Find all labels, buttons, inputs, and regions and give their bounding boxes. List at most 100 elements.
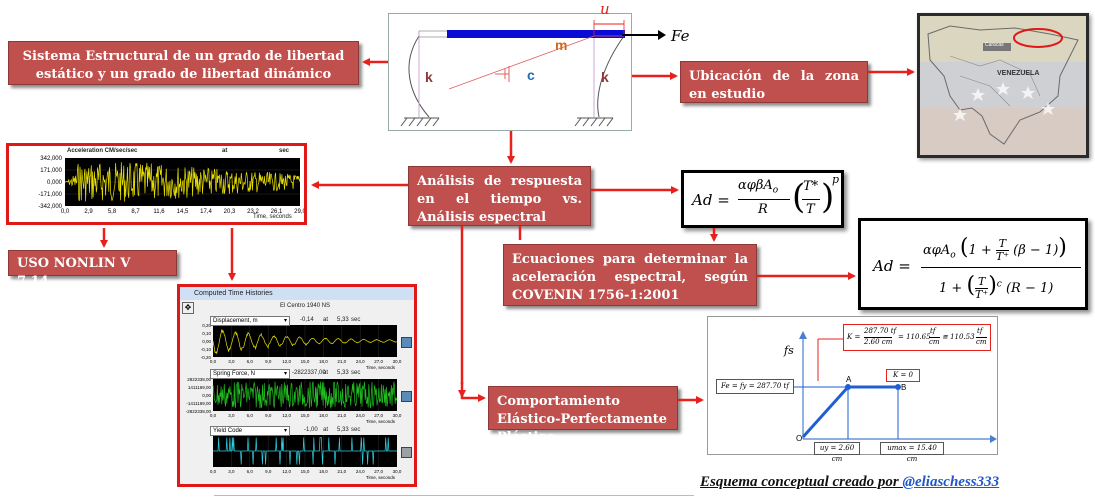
window-subtitle: El Centro 1940 NS — [280, 303, 331, 309]
window-x-tick: 18,0 — [319, 413, 328, 418]
window-x-tick: 27,0 — [374, 469, 383, 474]
p2-at: at — [323, 370, 329, 376]
venezuela-map: Caracas VENEZUELA — [917, 13, 1089, 158]
k-zero-label: K = 0 — [886, 369, 920, 382]
accel-x-tick: 29,0 — [294, 209, 304, 215]
frame-diagram: m c k k u — [388, 0, 632, 131]
window-x-tick: 12,0 — [282, 413, 291, 418]
spring-force-trace — [212, 381, 398, 409]
p3-sec: sec — [351, 427, 361, 433]
accel-trace — [64, 162, 301, 202]
eq1-paren-open: ( — [792, 177, 806, 217]
yield-code-select[interactable]: Yield Code▾ — [210, 426, 290, 436]
window-x-tick: 24,0 — [356, 359, 365, 364]
window-x-tick: 15,0 — [301, 359, 310, 364]
stiffness-equation: K = 287.70 tf 2.60 cm = 110.65 tf cm ≅ 1… — [843, 324, 991, 351]
window-x-tick: 24,0 — [356, 413, 365, 418]
window-title: Computed Time Histories — [180, 287, 414, 300]
accel-y-tick: 0,000 — [47, 180, 63, 186]
point-b-label: B — [901, 383, 907, 392]
window-y-tick: 0,00 — [202, 339, 211, 344]
credit-line: Esquema conceptual creado por @eliasches… — [700, 474, 999, 491]
eq1-fraction-line — [738, 199, 790, 200]
window-x-tick: 0,0 — [210, 359, 217, 364]
p1-time: 5,33 — [337, 317, 349, 323]
window-x-tick: 9,0 — [265, 413, 272, 418]
right-stiffness-label: k — [601, 69, 609, 85]
nonlin-box: USO NONLIN V 7.14. — [8, 250, 177, 289]
time-histories-window: Computed Time Histories ✥ El Centro 1940… — [177, 284, 417, 487]
left-stiffness-label: k — [425, 69, 433, 85]
window-y-tick: 0,00 — [202, 393, 211, 398]
window-x-tick: 30,0 — [393, 413, 402, 418]
p1-sec: sec — [351, 317, 361, 323]
window-x-tick: 9,0 — [265, 359, 272, 364]
eq1-paren-close: ) — [821, 177, 835, 217]
accel-sec: sec — [279, 148, 290, 154]
displacement-label: u — [600, 0, 610, 18]
window-xlabel: Time, seconds — [366, 475, 396, 480]
accel-xlabel: Time, seconds — [253, 214, 292, 220]
window-x-tick: 3,0 — [228, 413, 235, 418]
window-x-tick: 6,0 — [247, 469, 254, 474]
window-y-tick: -2822338,00 — [186, 409, 212, 414]
window-x-tick: 21,0 — [337, 413, 346, 418]
move-icon[interactable]: ✥ — [182, 302, 194, 314]
analysis-box: Análisis de respuesta en el tiempo vs. A… — [408, 166, 591, 226]
panel2-export-button[interactable] — [401, 391, 412, 402]
p2-value: -2822337,00 — [292, 370, 326, 376]
accel-x-tick: 20,3 — [224, 209, 236, 215]
panel1-export-button[interactable] — [401, 337, 412, 348]
accel-x-tick: 11,6 — [153, 209, 165, 215]
eq1-paren-den: T — [806, 202, 815, 217]
accel-x-tick: 26,1 — [271, 209, 283, 215]
window-y-tick: -0,10 — [201, 347, 212, 352]
map-country-label: VENEZUELA — [997, 70, 1040, 77]
displacement-trace — [212, 329, 398, 355]
spring-force-select[interactable]: Spring Force, N▾ — [210, 369, 290, 379]
spectral-equation-1: Ad = αφβAo R ( T* T ) p — [681, 170, 844, 228]
window-y-tick: 0,10 — [202, 331, 211, 336]
fe-label: Fe — [671, 27, 690, 45]
window-x-tick: 27,0 — [374, 413, 383, 418]
p3-at: at — [323, 427, 329, 433]
window-x-tick: 3,0 — [228, 469, 235, 474]
window-y-tick: 0,20 — [202, 323, 211, 328]
fe-arrow — [622, 30, 666, 40]
credit-prefix: Esquema conceptual creado por — [700, 474, 903, 490]
window-x-tick: 30,0 — [393, 359, 402, 364]
beam-mass-label: m — [555, 37, 567, 53]
displacement-select[interactable]: Displacement, m▾ — [210, 316, 290, 326]
uy-label: uy = 2.60 cm — [814, 442, 860, 463]
window-x-tick: 18,0 — [319, 469, 328, 474]
window-x-tick: 6,0 — [247, 413, 254, 418]
window-x-tick: 15,0 — [301, 469, 310, 474]
elastoplastic-plot: fs K = 287.70 tf 2.60 cm = 110.65 tf cm … — [707, 316, 998, 463]
credit-handle-link[interactable]: @eliaschess333 — [902, 474, 1000, 490]
study-zone-box: Ubicación de la zona en estudio — [680, 61, 868, 103]
p3-time: 5,33 — [337, 427, 349, 433]
equations-box: Ecuaciones para determinar la aceleració… — [503, 244, 757, 306]
accel-x-tick: 23,2 — [247, 209, 259, 215]
p2-time: 5,33 — [337, 370, 349, 376]
eq1-denominator: R — [758, 202, 768, 217]
window-y-tick: 2822338,00 — [187, 377, 211, 382]
eq1-paren-line — [802, 199, 820, 200]
map-city-label: Caracas — [985, 42, 1004, 48]
window-y-tick: 1411169,00 — [188, 385, 212, 390]
origin-label: O — [796, 434, 803, 443]
p2-sec: sec — [351, 370, 361, 376]
p3-value: -1,00 — [304, 427, 318, 433]
window-xlabel: Time, seconds — [366, 419, 396, 424]
eq1-numerator: αφβAo — [738, 178, 779, 196]
eq1-exponent: p — [832, 173, 840, 186]
window-x-tick: 0,0 — [210, 413, 217, 418]
bottom-divider — [214, 495, 694, 496]
panel3-export-button[interactable] — [401, 447, 412, 458]
accel-at: at — [222, 148, 228, 154]
umax-label: umax = 15.40 cm — [880, 442, 944, 463]
